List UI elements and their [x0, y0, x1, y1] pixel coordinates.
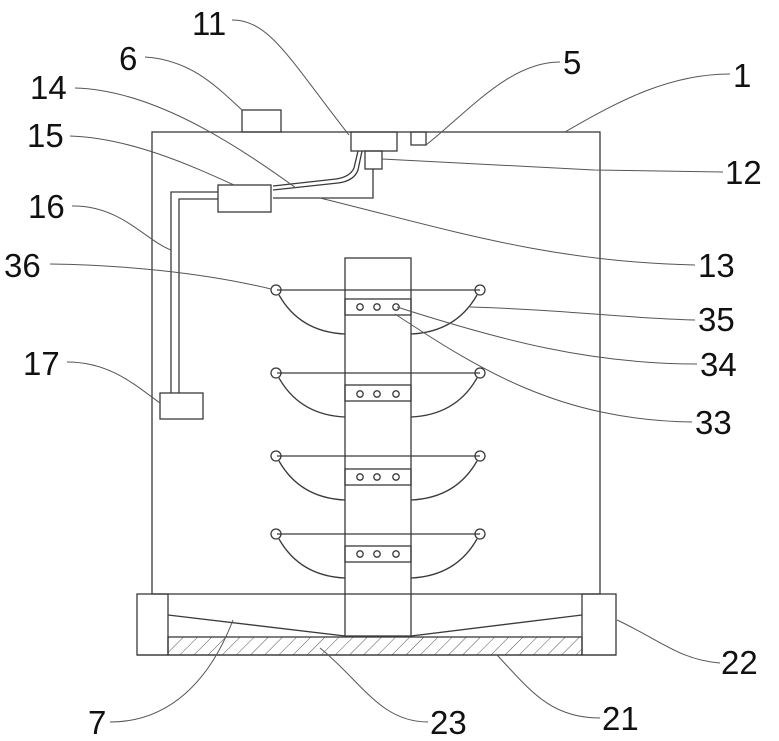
label-12: 12	[725, 154, 762, 191]
label-7: 7	[88, 704, 106, 741]
leader-15	[69, 135, 235, 186]
part-11-block	[350, 131, 398, 152]
label-34: 34	[700, 346, 737, 383]
label-35: 35	[698, 301, 735, 338]
leader-33	[394, 313, 693, 423]
label-21: 21	[602, 700, 639, 737]
leader-35	[469, 306, 696, 321]
leader-22	[616, 619, 721, 664]
label-22: 22	[721, 644, 758, 681]
pipe-14-b	[272, 150, 359, 187]
tier-3	[270, 450, 486, 501]
label-11: 11	[192, 5, 226, 42]
housing-box	[151, 131, 601, 595]
central-column	[344, 257, 412, 637]
leader-36	[49, 263, 272, 290]
slope-right	[410, 614, 583, 637]
part-5-block	[410, 131, 427, 146]
leader-16	[71, 205, 172, 251]
label-23: 23	[430, 704, 467, 741]
tier-4	[270, 528, 486, 579]
label-13: 13	[698, 247, 735, 284]
leader-14	[74, 87, 297, 189]
leader-17	[66, 361, 161, 404]
label-16: 16	[28, 188, 65, 225]
label-17: 17	[23, 345, 60, 382]
part-6-block	[241, 109, 282, 133]
label-36: 36	[4, 247, 41, 284]
leader-7	[109, 619, 234, 723]
label-33: 33	[695, 404, 732, 441]
pipe-16-inner	[178, 198, 218, 393]
slope-left	[167, 614, 346, 637]
part-15-block	[217, 184, 272, 213]
label-14: 14	[30, 69, 67, 106]
leader-13	[319, 197, 696, 266]
part-17-block	[159, 392, 204, 420]
label-5: 5	[563, 44, 581, 81]
base-hatched-plate	[167, 636, 583, 656]
leader-5	[425, 61, 561, 146]
tier-1	[270, 284, 486, 335]
leader-6	[144, 56, 243, 111]
label-1: 1	[733, 57, 751, 94]
label-15: 15	[27, 117, 64, 154]
pipe-13	[273, 169, 374, 199]
base-left-post	[136, 593, 169, 656]
leader-11	[231, 19, 350, 136]
part-12-block	[364, 150, 383, 170]
leader-34	[396, 306, 698, 365]
leader-23	[319, 647, 429, 723]
tier-2	[270, 367, 486, 418]
pipe-16-outer	[170, 191, 218, 393]
leader-1	[564, 73, 731, 133]
pipe-14-a	[272, 150, 363, 191]
leader-21	[496, 654, 601, 719]
leader-12	[381, 158, 724, 173]
base-right-post	[581, 593, 617, 656]
label-6: 6	[119, 40, 137, 77]
